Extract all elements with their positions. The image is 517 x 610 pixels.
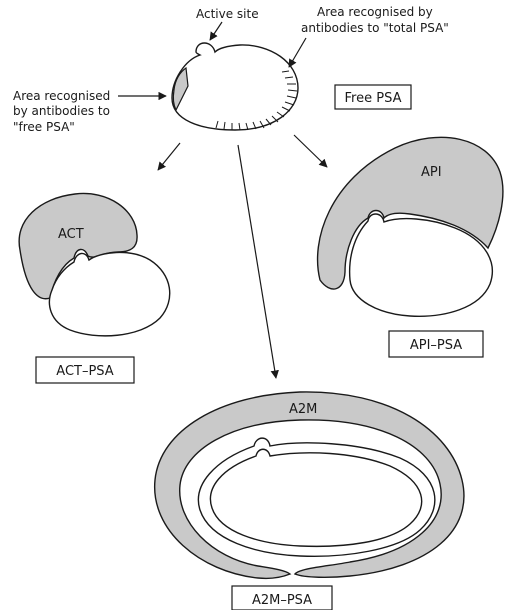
api-psa-box-label: API–PSA bbox=[410, 338, 462, 353]
label-free-psa-area-1: Area recognised bbox=[13, 89, 110, 103]
arrow-to-api bbox=[294, 135, 327, 167]
arrow-active-site bbox=[210, 22, 222, 40]
act-psa-molecule bbox=[49, 252, 169, 335]
arrow-total-psa bbox=[289, 38, 306, 67]
act-psa-complex bbox=[19, 193, 170, 335]
label-api: API bbox=[421, 165, 442, 180]
label-active-site: Active site bbox=[196, 7, 259, 21]
label-total-psa-2: antibodies to "total PSA" bbox=[301, 21, 449, 35]
free-psa-box-label: Free PSA bbox=[345, 91, 402, 106]
label-free-psa-area-2: by antibodies to bbox=[13, 104, 110, 118]
arrow-to-a2m bbox=[238, 145, 276, 378]
label-total-psa-1: Area recognised by bbox=[317, 5, 433, 19]
free-psa-molecule bbox=[172, 43, 298, 130]
act-psa-box-label: ACT–PSA bbox=[56, 364, 114, 379]
label-free-psa-area-3: "free PSA" bbox=[13, 120, 75, 134]
label-act: ACT bbox=[58, 227, 84, 242]
a2m-psa-complex bbox=[155, 392, 464, 578]
a2m-psa-box-label: A2M–PSA bbox=[252, 593, 312, 608]
arrow-to-act bbox=[158, 143, 180, 170]
api-psa-complex bbox=[318, 137, 503, 316]
label-a2m: A2M bbox=[289, 402, 317, 417]
